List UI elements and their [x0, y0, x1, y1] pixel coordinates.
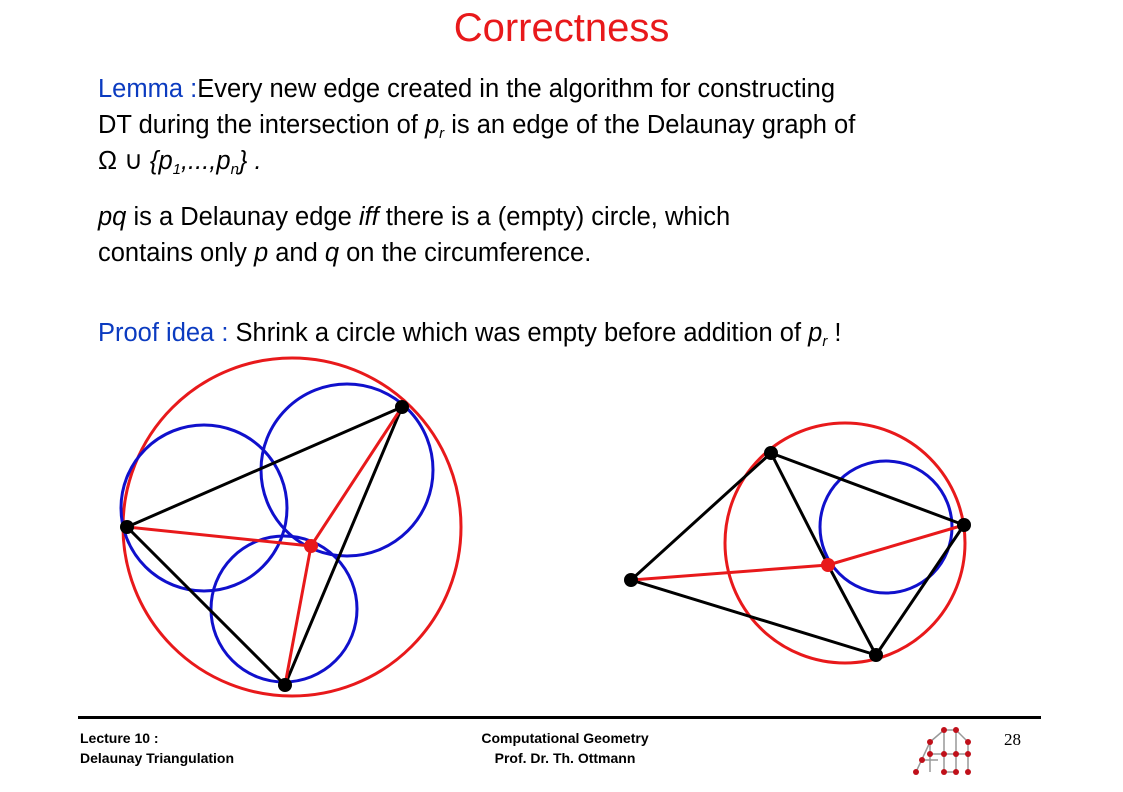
lemma-label: Lemma : — [98, 75, 198, 103]
new-point-pr — [304, 539, 318, 553]
iff-word: iff — [358, 203, 379, 231]
lemma-text-2b: is an edge of the Delaunay graph of — [444, 111, 856, 139]
left-small-circle-a — [119, 423, 289, 593]
left-edge — [125, 405, 404, 529]
definition-text-d: and — [268, 239, 325, 267]
vertex-point — [869, 648, 883, 662]
proof-text: Shrink a circle which was empty before a… — [228, 319, 809, 347]
slide-title: Correctness — [453, 6, 670, 50]
lemma-text-2a: DT during the intersection of — [98, 111, 425, 139]
definition-text-e: on the circumference. — [339, 239, 592, 267]
right-circumcircle — [723, 421, 967, 665]
course-name: Computational Geometry — [481, 730, 649, 746]
right-edge — [769, 451, 830, 567]
symbol-p: p — [253, 239, 269, 267]
right-new-edge — [826, 523, 966, 567]
university-logo — [913, 727, 971, 775]
proof-label: Proof idea : — [98, 319, 229, 347]
lemma-paragraph: Lemma :Every new edge created in the alg… — [98, 71, 855, 179]
lecture-number: Lecture 10 : — [80, 730, 159, 746]
left-new-edge — [125, 525, 313, 548]
subscript-r: r — [822, 333, 828, 350]
page-number: 28 — [1004, 730, 1021, 749]
proof-end: ! — [827, 319, 842, 347]
left-small-circle-c — [209, 534, 359, 684]
definition-text-b: there is a (empty) circle, which — [378, 203, 731, 231]
omega-symbol: Ω — [98, 147, 118, 175]
right-edge — [629, 451, 773, 582]
vertex-point — [278, 678, 292, 692]
symbol-q: q — [324, 239, 340, 267]
vertex-point — [624, 573, 638, 587]
delaunay-definition: pq is a Delaunay edge iff there is a (em… — [98, 199, 730, 271]
right-edge — [629, 578, 878, 657]
subscript-1: 1 — [172, 161, 181, 178]
set-mid: ,...,p — [180, 147, 231, 175]
vertex-point — [395, 400, 409, 414]
vertex-point — [957, 518, 971, 532]
footer-course: Computational Geometry Prof. Dr. Th. Ott… — [400, 728, 730, 768]
vertex-point — [764, 446, 778, 460]
footer-divider — [78, 716, 1041, 719]
new-point-pr — [821, 558, 835, 572]
definition-line-2: contains only p and q on the circumferen… — [98, 235, 730, 271]
lemma-line-1: Lemma :Every new edge created in the alg… — [98, 71, 855, 107]
set-open: {p — [149, 147, 173, 175]
set-close: } . — [238, 147, 262, 175]
proof-idea: Proof idea : Shrink a circle which was e… — [98, 315, 841, 351]
right-edge — [769, 451, 966, 527]
left-new-edge — [309, 405, 404, 548]
left-edge — [283, 405, 404, 687]
symbol-p: p — [808, 319, 823, 347]
lemma-text-1: Every new edge created in the algorithm … — [197, 75, 836, 103]
union-symbol: ∪ — [117, 147, 150, 175]
lecture-topic: Delaunay Triangulation — [80, 750, 235, 766]
footer-lecture: Lecture 10 : Delaunay Triangulation — [80, 728, 234, 768]
subscript-r: r — [439, 125, 445, 142]
instructor-name: Prof. Dr. Th. Ottmann — [494, 750, 636, 766]
right-edge — [826, 563, 878, 657]
left-new-edge — [283, 544, 313, 687]
left-edge — [125, 525, 287, 687]
lemma-line-2: DT during the intersection of pr is an e… — [98, 107, 855, 143]
right-new-edge — [629, 563, 830, 582]
lemma-line-3: Ω ∪ {p1,...,pn} . — [98, 143, 855, 179]
right-edge — [874, 523, 966, 657]
subscript-n: n — [230, 161, 239, 178]
edge-pq: pq — [98, 203, 127, 231]
definition-text-c: contains only — [98, 239, 254, 267]
definition-text-a: is a Delaunay edge — [126, 203, 359, 231]
vertex-point — [120, 520, 134, 534]
symbol-p: p — [424, 111, 440, 139]
definition-line-1: pq is a Delaunay edge iff there is a (em… — [98, 199, 730, 235]
